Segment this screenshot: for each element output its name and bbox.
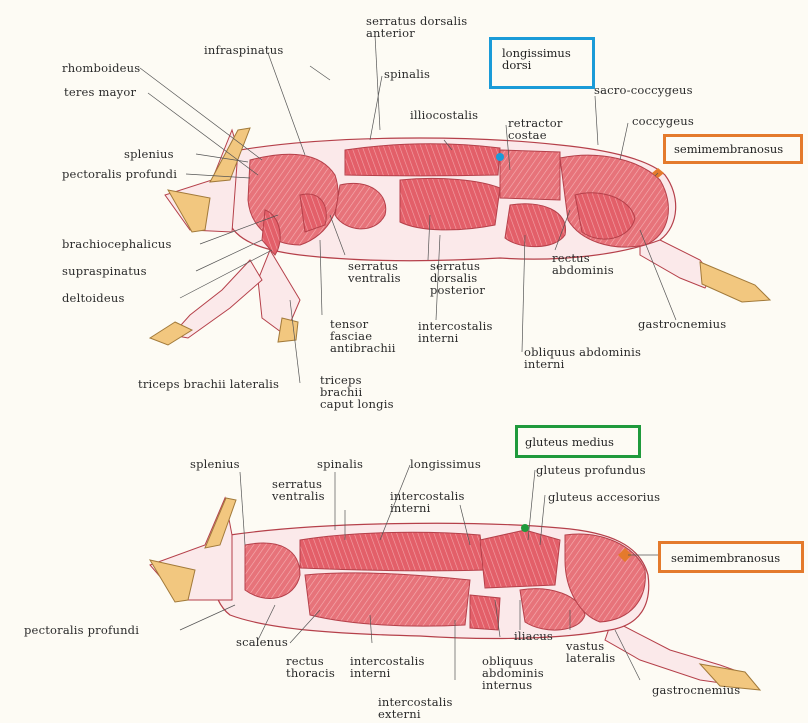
- label-brachiocephalicus: brachiocephalicus: [62, 238, 172, 250]
- label-triceps-brachii-lateralis: triceps brachii lateralis: [138, 378, 279, 390]
- label-serratus-dorsalis-posterior: serratus dorsalis posterior: [430, 260, 485, 296]
- label-illiocostalis: illiocostalis: [410, 109, 478, 121]
- label-intercostalis-interni-top: intercostalis interni: [418, 320, 493, 344]
- label-teres-mayor: teres mayor: [64, 86, 136, 98]
- label-pectoralis-profundi-bottom: pectoralis profundi: [24, 624, 139, 636]
- label-gluteus-profundus: gluteus profundus: [536, 464, 646, 476]
- label-tensor-fasciae-antibrachii: tensor fasciae antibrachii: [330, 318, 396, 354]
- highlight-gluteus-medius-text: gluteus medius: [525, 436, 614, 448]
- label-coccygeus: coccygeus: [632, 115, 694, 127]
- label-vastus-lateralis: vastus lateralis: [566, 640, 615, 664]
- label-serratus-dorsalis-anterior: serratus dorsalis anterior: [366, 15, 467, 39]
- highlight-semimembranosus-top: semimembranosus: [663, 134, 803, 164]
- label-rectus-abdominis: rectus abdominis: [552, 252, 614, 276]
- label-gastrocnemius-bottom: gastrocnemius: [652, 684, 740, 696]
- label-spinalis-bottom: spinalis: [317, 458, 363, 470]
- label-intercostalis-interni-bottom-2: intercostalis interni: [350, 655, 425, 679]
- label-sacro-coccygeus: sacro-coccygeus: [594, 84, 693, 96]
- label-gluteus-accesorius: gluteus accesorius: [548, 491, 660, 503]
- highlight-semimembranosus-top-text: semimembranosus: [674, 143, 783, 155]
- label-intercostalis-externi: intercostalis externi: [378, 696, 453, 720]
- highlight-gluteus-medius: gluteus medius: [515, 425, 641, 458]
- label-triceps-brachii-caput-longis: triceps brachii caput longis: [320, 374, 394, 410]
- label-iliacus: iliacus: [514, 630, 553, 642]
- label-pectoralis-profundi: pectoralis profundi: [62, 168, 177, 180]
- label-retractor-costae: retractor costae: [508, 117, 563, 141]
- label-gastrocnemius-top: gastrocnemius: [638, 318, 726, 330]
- label-deltoideus: deltoideus: [62, 292, 125, 304]
- label-serratus-ventralis: serratus ventralis: [348, 260, 401, 284]
- label-obliquus-abdominis-internus: obliquus abdominis internus: [482, 655, 544, 691]
- label-supraspinatus: supraspinatus: [62, 265, 147, 277]
- label-splenius: splenius: [124, 148, 174, 160]
- label-intercostalis-interni-bottom: intercostalis interni: [390, 490, 465, 514]
- highlight-longissimus-dorsi: longissimus dorsi: [489, 37, 595, 89]
- label-obliquus-abdominis-interni: obliquus abdominis interni: [524, 346, 641, 370]
- highlight-semimembranosus-bottom: semimembranosus: [658, 541, 804, 573]
- label-rectus-thoracis: rectus thoracis: [286, 655, 335, 679]
- label-scalenus: scalenus: [236, 636, 288, 648]
- label-splenius-bottom: splenius: [190, 458, 240, 470]
- label-longissimus: longissimus: [410, 458, 481, 470]
- label-infraspinatus: infraspinatus: [204, 44, 283, 56]
- label-rhomboideus: rhomboideus: [62, 62, 140, 74]
- highlight-semimembranosus-bottom-text: semimembranosus: [671, 552, 780, 564]
- label-spinalis: spinalis: [384, 68, 430, 80]
- highlight-longissimus-dorsi-text: longissimus dorsi: [502, 47, 571, 71]
- label-serratus-ventralis-bottom: serratus ventralis: [272, 478, 325, 502]
